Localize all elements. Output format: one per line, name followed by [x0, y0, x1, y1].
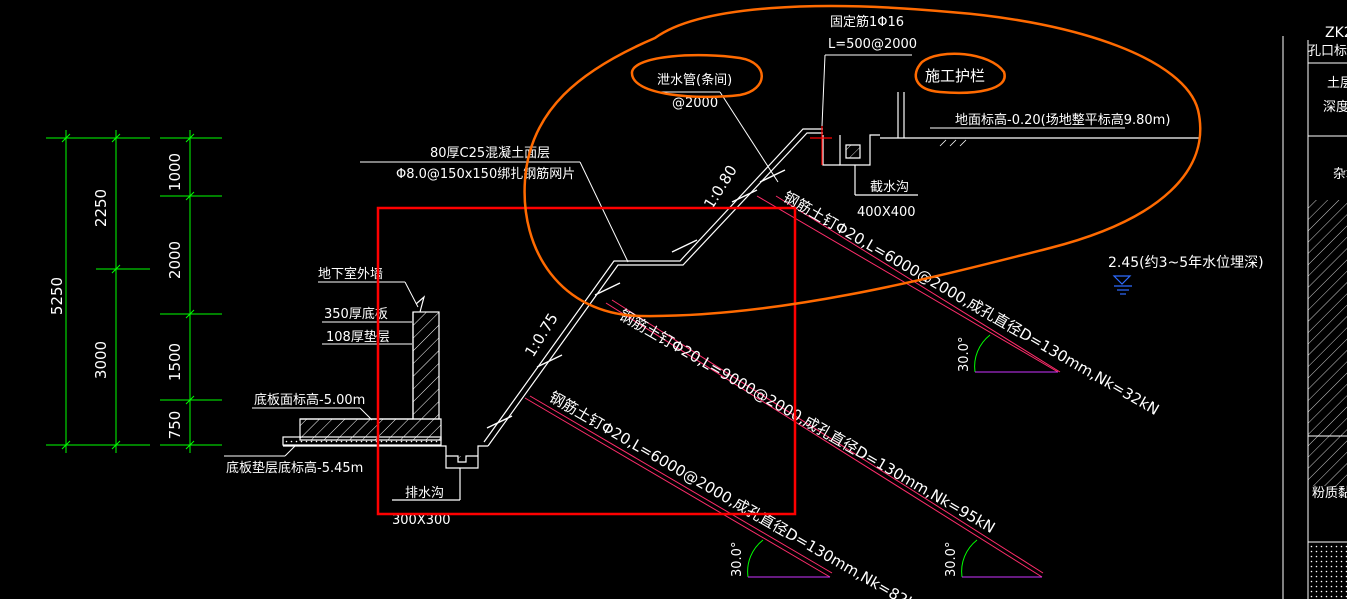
markup-circle-railing — [914, 52, 1006, 95]
nail-label-1: 钢筋土钉Φ20,L=6000@2000,成孔直径D=130mm,Nk=32kN — [780, 188, 1162, 419]
dim-lower: 3000 — [92, 341, 110, 379]
anchor-label: 固定筋1Φ16 — [830, 14, 904, 30]
drain-pipe-spacing: @2000 — [672, 96, 718, 111]
top-drain-size: 400X400 — [857, 205, 916, 220]
nail-label-2: 钢筋土钉Φ20,L=9000@2000,成孔直径D=130mm,Nk=95kN — [616, 306, 998, 537]
mesh-label: Φ8.0@150x150绑扎钢筋网片 — [396, 166, 575, 182]
dim-seg-3: 1500 — [166, 343, 184, 381]
wall-label: 地下室外墙 — [318, 266, 383, 282]
slope-profile — [483, 92, 1200, 447]
markup-circle-drain — [630, 53, 763, 99]
angle-markers — [747, 334, 1058, 578]
railing-label: 施工护栏 — [925, 67, 985, 85]
top-drain-label: 截水沟 — [870, 180, 909, 195]
slab-label: 350厚底板 — [324, 306, 388, 322]
dim-seg-4: 750 — [166, 411, 184, 440]
slab-top-label: 底板面标高-5.00m — [254, 392, 365, 408]
angle-label-2: 30.0° — [730, 542, 745, 577]
side-table-row4: 杂填 — [1333, 167, 1347, 182]
side-table-title: ZK2 — [1325, 25, 1347, 41]
side-table — [1282, 36, 1347, 599]
basement-structure — [282, 295, 442, 447]
bottom-drain-label: 排水沟 — [405, 486, 444, 501]
bottom-drain-ditch — [392, 445, 488, 501]
cushion-bottom-label: 底板垫层底标高-5.45m — [226, 460, 363, 476]
anchor-spec: L=500@2000 — [828, 37, 917, 52]
dimension-group — [46, 130, 222, 453]
side-table-row3: 深度( — [1323, 99, 1347, 115]
markup-loop — [523, 4, 1202, 318]
dim-seg-1: 1000 — [166, 153, 184, 191]
bottom-drain-size: 300X300 — [392, 513, 451, 528]
ground-label: 地面标高-0.20(场地整平标高9.80m) — [955, 112, 1170, 128]
side-table-row1: 孔口标高 — [1308, 43, 1347, 59]
side-table-row2: 土层 — [1327, 76, 1347, 91]
side-table-row5: 粉质黏 — [1312, 485, 1347, 501]
dim-seg-2: 2000 — [166, 241, 184, 279]
water-level-label: 2.45(约3~5年水位埋深) — [1108, 255, 1264, 271]
soil-nails — [524, 195, 1061, 578]
drain-pipe-label: 泄水管(条间) — [657, 72, 732, 88]
slope-upper-label: 1:0.80 — [700, 162, 741, 212]
dim-upper: 2250 — [92, 189, 110, 227]
angle-label-1: 30.0° — [957, 337, 972, 372]
angle-label-3: 30.0° — [944, 542, 959, 577]
dim-total: 5250 — [48, 277, 66, 315]
concrete-face-label: 80厚C25混凝土面层 — [430, 145, 550, 161]
water-level-icon — [1112, 275, 1132, 295]
cushion-label: 108厚垫层 — [326, 329, 390, 345]
markup-box — [376, 206, 797, 516]
